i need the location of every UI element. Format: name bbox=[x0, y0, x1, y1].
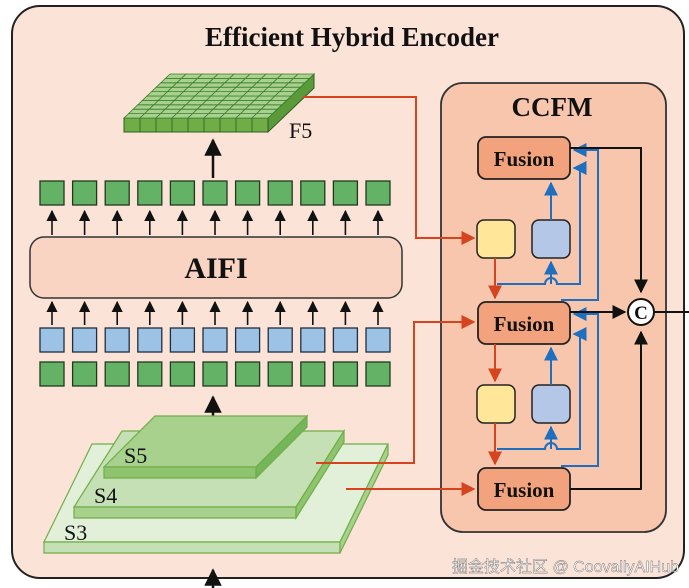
aifi-label: AIFI bbox=[184, 252, 247, 285]
positional-token bbox=[71, 327, 98, 353]
ccfm-title: CCFM bbox=[512, 92, 593, 122]
f5-cell bbox=[292, 73, 315, 79]
positional-token bbox=[137, 327, 163, 353]
feedback-link-upper bbox=[561, 143, 599, 301]
input-token bbox=[267, 361, 293, 387]
f5-front-face bbox=[123, 117, 269, 133]
positional-token bbox=[169, 327, 196, 353]
fusion-label-middle: Fusion bbox=[494, 312, 555, 336]
positional-token bbox=[234, 327, 261, 353]
arrow-s5-to-ccfm bbox=[316, 315, 476, 464]
positional-token bbox=[39, 327, 65, 353]
positional-token bbox=[267, 327, 293, 353]
positional-tokens bbox=[39, 327, 391, 353]
level-label-s5: S5 bbox=[124, 443, 147, 468]
input-token bbox=[202, 361, 228, 387]
input-token bbox=[169, 361, 196, 387]
aifi-block bbox=[29, 236, 403, 299]
aifi-output-tokens bbox=[39, 180, 391, 206]
input-token bbox=[39, 361, 65, 387]
aifi-output-token bbox=[365, 180, 391, 206]
fusion-block-top bbox=[477, 136, 571, 180]
aifi-output-token bbox=[300, 180, 326, 206]
aifi-output-token bbox=[169, 180, 196, 206]
aifi-output-token bbox=[202, 180, 228, 206]
level-label-s3: S3 bbox=[64, 520, 87, 545]
f5-label: F5 bbox=[289, 118, 312, 143]
input-token bbox=[71, 361, 98, 387]
positional-token bbox=[332, 327, 359, 353]
fusion-label-top: Fusion bbox=[494, 147, 555, 171]
upsample-block-upper bbox=[476, 219, 516, 259]
encoder-title: Efficient Hybrid Encoder bbox=[205, 22, 499, 52]
f5-feature-grid bbox=[123, 72, 315, 134]
feedback-link-lower bbox=[561, 307, 599, 467]
skip-link-upper bbox=[497, 161, 587, 285]
aifi-output-arrows bbox=[46, 209, 384, 235]
aifi-input-arrows bbox=[46, 300, 384, 325]
positional-token bbox=[104, 327, 130, 353]
watermark-text: 掘金技术社区 @ CoovallyAIHub bbox=[452, 558, 679, 576]
input-token bbox=[137, 361, 163, 387]
positional-token bbox=[202, 327, 228, 353]
aifi-output-token bbox=[137, 180, 163, 206]
input-token bbox=[332, 361, 359, 387]
aifi-output-token bbox=[332, 180, 359, 206]
aifi-output-token bbox=[71, 180, 98, 206]
input-tokens bbox=[39, 361, 391, 387]
upsample-block-lower bbox=[476, 384, 516, 424]
aifi-output-token bbox=[104, 180, 130, 206]
positional-token bbox=[300, 327, 326, 353]
concat-label: C bbox=[634, 303, 648, 324]
aifi-output-token bbox=[234, 180, 261, 206]
conv-block-lower bbox=[531, 384, 571, 424]
arrow-fusion-bottom-to-concat bbox=[570, 330, 648, 490]
aifi-output-token bbox=[39, 180, 65, 206]
arrow-fusion-top-to-concat bbox=[570, 147, 648, 294]
input-token bbox=[300, 361, 326, 387]
skip-link-lower bbox=[497, 327, 587, 450]
arrow-f5-to-ccfm bbox=[303, 96, 476, 245]
aifi-output-token bbox=[267, 180, 293, 206]
level-label-s4: S4 bbox=[94, 483, 117, 508]
layer-s5 bbox=[102, 414, 309, 480]
fusion-block-middle bbox=[477, 301, 571, 345]
positional-token bbox=[365, 327, 391, 353]
fusion-label-bottom: Fusion bbox=[494, 478, 555, 502]
input-token bbox=[365, 361, 391, 387]
input-token bbox=[104, 361, 130, 387]
input-token bbox=[234, 361, 261, 387]
conv-block-upper bbox=[531, 219, 571, 259]
